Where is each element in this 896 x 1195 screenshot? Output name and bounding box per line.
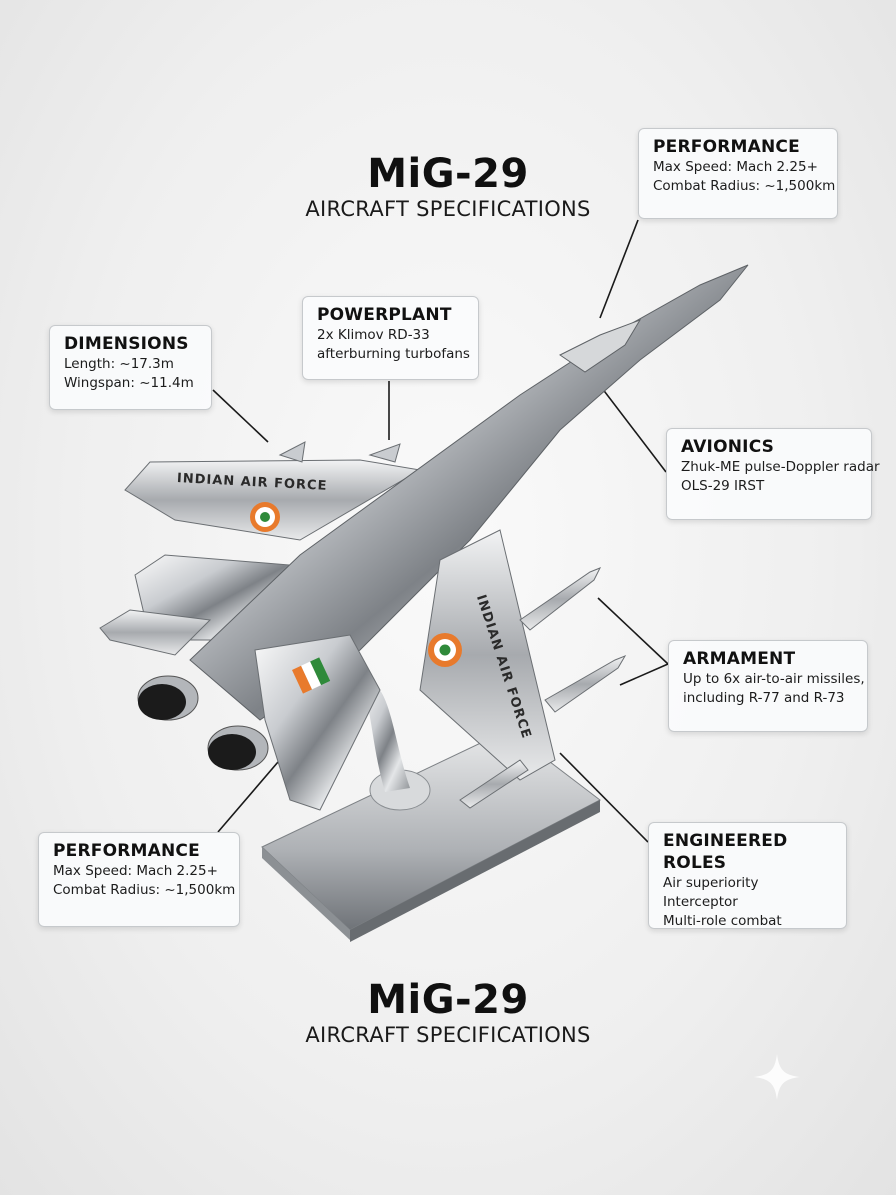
card-line: Max Speed: Mach 2.25+ <box>53 863 218 879</box>
roundel-left <box>250 502 280 532</box>
performance-card-bottom: PERFORMANCE Max Speed: Mach 2.25+ Combat… <box>38 832 240 927</box>
engineered-roles-card: ENGINEERED ROLES Air superiority Interce… <box>648 822 847 929</box>
card-title: DIMENSIONS <box>64 334 189 354</box>
card-line: OLS-29 IRST <box>681 478 765 494</box>
card-line: Multi-role combat <box>663 913 782 929</box>
tail-flag <box>292 657 331 694</box>
display-stand <box>261 684 601 942</box>
card-title: ENGINEERED ROLES <box>663 831 788 873</box>
top-title-heading: MiG-29 <box>367 151 529 197</box>
roundel-right <box>428 633 462 667</box>
card-title: PERFORMANCE <box>653 137 800 157</box>
card-line: Combat Radius: ~1,500km <box>53 882 236 898</box>
card-title: PERFORMANCE <box>53 841 200 861</box>
card-line: afterburning turbofans <box>317 346 470 362</box>
card-line: Length: ~17.3m <box>64 356 174 372</box>
avionics-card: AVIONICS Zhuk-ME pulse-Doppler radar OLS… <box>666 428 880 520</box>
card-line: Wingspan: ~11.4m <box>64 375 194 391</box>
card-line: Zhuk-ME pulse-Doppler radar <box>681 459 880 475</box>
powerplant-card: POWERPLANT 2x Klimov RD-33 afterburning … <box>302 296 479 380</box>
card-line: 2x Klimov RD-33 <box>317 327 430 343</box>
card-line: including R-77 and R-73 <box>683 690 845 706</box>
card-line: Air superiority <box>663 875 759 891</box>
callout-leader-lines <box>212 219 669 843</box>
bottom-title: MiG-29 AIRCRAFT SPECIFICATIONS <box>0 978 896 1048</box>
engine-nozzles <box>137 675 269 771</box>
card-line: Interceptor <box>663 894 738 910</box>
sparkle-icon <box>754 1054 800 1100</box>
card-title: POWERPLANT <box>317 305 452 325</box>
performance-card-top: PERFORMANCE Max Speed: Mach 2.25+ Combat… <box>638 128 838 219</box>
card-line: Combat Radius: ~1,500km <box>653 178 836 194</box>
card-title: AVIONICS <box>681 437 775 457</box>
top-title: MiG-29 AIRCRAFT SPECIFICATIONS <box>0 152 896 222</box>
card-line: Max Speed: Mach 2.25+ <box>653 159 818 175</box>
bottom-title-heading: MiG-29 <box>367 977 529 1023</box>
top-title-subheading: AIRCRAFT SPECIFICATIONS <box>305 197 591 221</box>
card-line: Up to 6x air-to-air missiles, <box>683 671 865 687</box>
aircraft-body: INDIAN AIR FORCE INDIAN AIR FORCE <box>99 264 749 811</box>
dimensions-card: DIMENSIONS Length: ~17.3m Wingspan: ~11.… <box>49 325 212 410</box>
armament-card: ARMAMENT Up to 6x air-to-air missiles, i… <box>668 640 868 732</box>
card-title: ARMAMENT <box>683 649 796 669</box>
bottom-title-subheading: AIRCRAFT SPECIFICATIONS <box>305 1023 591 1047</box>
